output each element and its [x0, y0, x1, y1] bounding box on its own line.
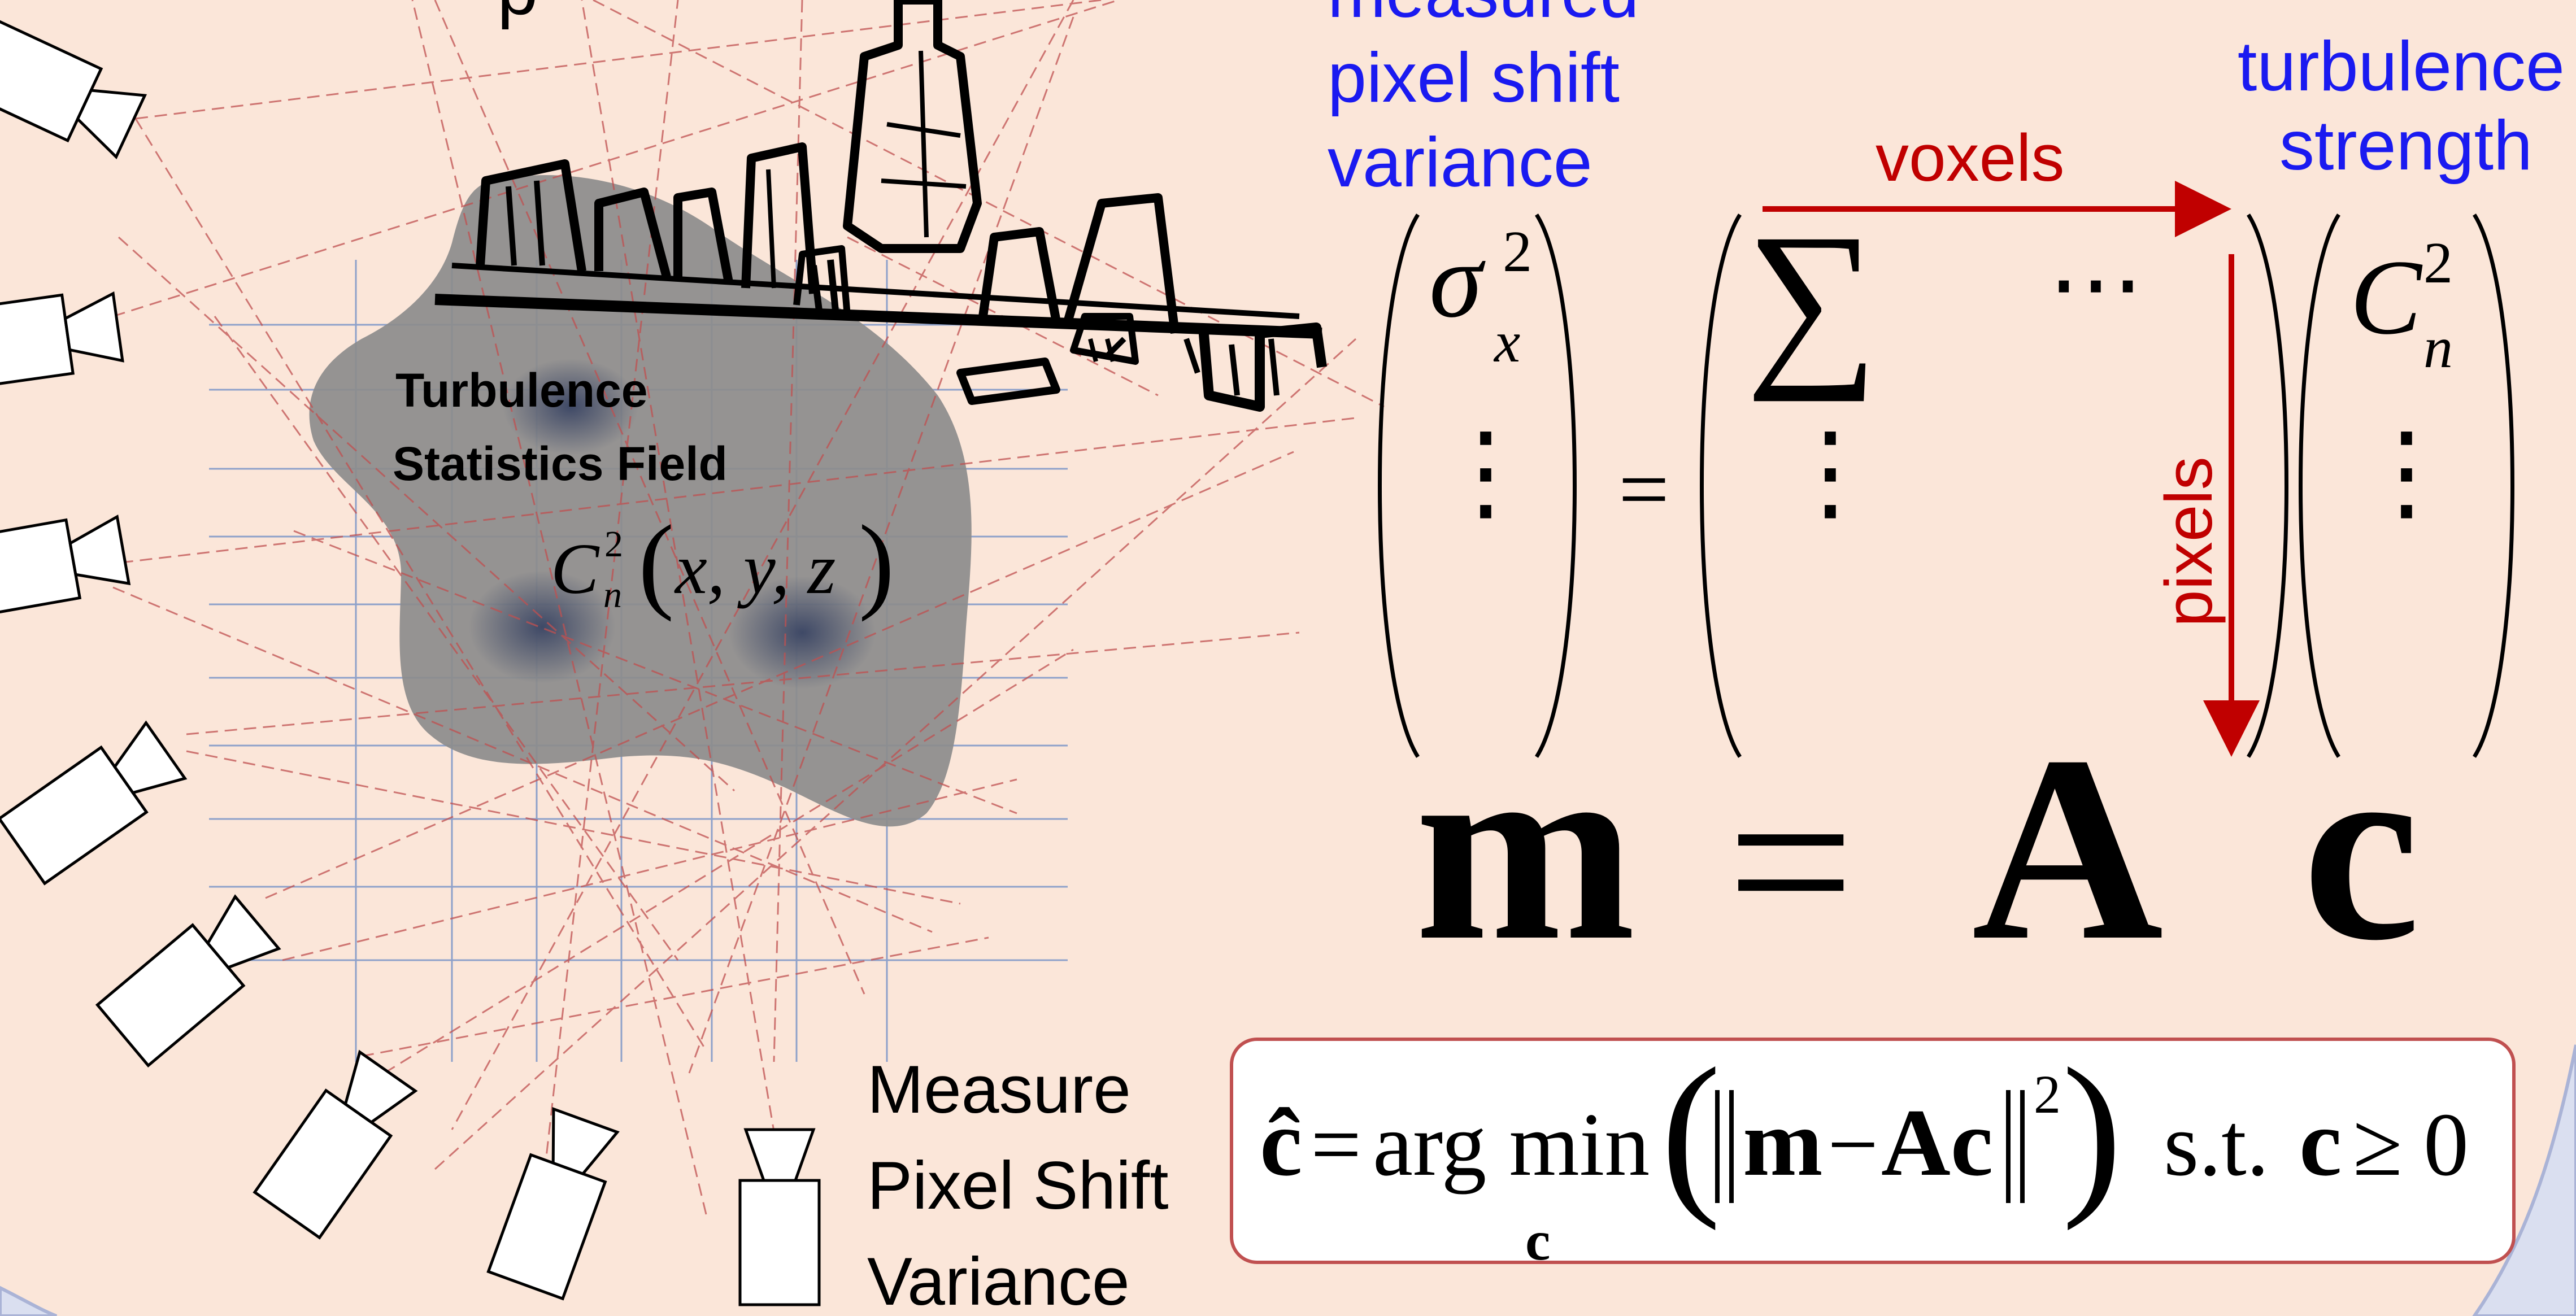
symbol-equals: =: [1727, 737, 1855, 987]
outer-border: [2472, 1044, 2576, 1316]
camera-ray: [411, 0, 707, 1215]
city-skyline-icon: [434, 0, 1327, 412]
camera-icon: [0, 14, 147, 160]
camera-icon: [95, 894, 281, 1067]
cn-sup: 2: [2423, 230, 2453, 295]
formula-st: s.t.: [2164, 1094, 2269, 1195]
label-turbulence-line1: turbulence: [2238, 28, 2565, 106]
argmin-under: c: [1525, 1209, 1550, 1272]
svg-text:2: 2: [604, 524, 623, 565]
cn-sub: n: [2423, 315, 2453, 380]
vdots-middle: ⋮: [1777, 413, 1884, 532]
formula-m: m: [1743, 1090, 1823, 1196]
hdots: ⋯: [2048, 231, 2144, 337]
camera-ray: [282, 778, 1017, 961]
paren-open: (: [638, 504, 674, 622]
camera-ray: [361, 936, 989, 1057]
symbol-A: A: [1972, 701, 2163, 995]
formula-sup: 2: [2034, 1064, 2061, 1125]
vdots-right: ⋮: [2353, 413, 2460, 532]
camera-icon: [0, 720, 188, 886]
symbol-c: c: [2303, 701, 2421, 995]
label-measured-line1: measured: [1328, 0, 1639, 32]
camera-ray: [118, 236, 736, 792]
camera-ray: [773, 0, 803, 1062]
vdots-left: ⋮: [1432, 413, 1539, 532]
sigma-sup: 2: [1503, 219, 1532, 284]
measure-line1: Measure: [867, 1052, 1131, 1127]
camera-ray: [112, 586, 933, 933]
pixels-label: pixels: [2152, 456, 2226, 627]
formula-Ac: Ac: [1881, 1090, 1993, 1196]
camera-lens: [113, 720, 188, 795]
camera-ray: [541, 0, 679, 1192]
camera-ray: [384, 648, 1074, 1074]
big-paren-open: (: [1661, 1031, 1721, 1231]
svg-text:n: n: [603, 574, 622, 616]
field-label-line2: Statistics Field: [393, 437, 728, 490]
camera-lens: [743, 1128, 816, 1182]
camera-ray: [434, 338, 1357, 1170]
camera-icon: [0, 514, 131, 621]
camera-icon: [738, 1128, 821, 1306]
label-measured-line2: pixel shift: [1328, 39, 1620, 117]
camera-ray: [112, 0, 1119, 317]
argmin: arg min: [1373, 1094, 1650, 1195]
camera-icon: [486, 1106, 620, 1301]
camera-lens: [63, 291, 124, 363]
camera-body: [0, 293, 75, 393]
label-turbulence-line2: strength: [2279, 107, 2533, 185]
sigma-symbol: σ: [1429, 221, 1486, 340]
paren-close: ): [859, 504, 894, 622]
svg-text:x, y, z: x, y, z: [674, 529, 836, 609]
field-formula: C 2 n ( x, y, z ): [551, 504, 894, 622]
camera-ray: [134, 118, 707, 1051]
c-hat: ĉ: [1260, 1090, 1302, 1196]
camera-ray: [434, 0, 865, 995]
svg-text:C: C: [551, 529, 600, 609]
symbol-m: m: [1415, 701, 1636, 995]
camera-ray: [688, 16, 1074, 1074]
field-label-line1: Turbulence: [395, 364, 648, 417]
formula-minus: −: [1827, 1094, 1878, 1195]
camera-body: [738, 1179, 821, 1306]
camera-lens: [343, 1049, 418, 1124]
formula-c: c: [2299, 1090, 2342, 1196]
camera-ray: [451, 0, 1074, 1130]
formula-zero: 0: [2423, 1094, 2469, 1195]
big-paren-close: ): [2062, 1031, 2122, 1231]
equals-matrix: =: [1618, 439, 1669, 539]
label-measured-line3: variance: [1328, 124, 1592, 202]
camera-array: [0, 14, 821, 1306]
voxels-label: voxels: [1876, 121, 2064, 195]
camera-lens: [68, 514, 131, 586]
sigma-sub: x: [1493, 310, 1520, 374]
formula-equals: =: [1311, 1094, 1361, 1195]
camera-ray: [265, 451, 1294, 899]
optimization-formula-box: ĉ = arg min c ( m − Ac 2 ) s.t. c ≥ 0: [1230, 1031, 2516, 1272]
camera-ray: [293, 530, 1017, 814]
camera-icon: [0, 291, 124, 393]
top-partial-text: p: [497, 0, 538, 30]
camera-lens: [551, 1106, 620, 1176]
camera-ray: [186, 631, 1300, 735]
sum-symbol: ∑: [1746, 196, 1878, 402]
camera-ray: [214, 316, 679, 961]
camera-lens: [76, 89, 147, 160]
formula-geq: ≥: [2353, 1094, 2403, 1195]
camera-ray: [581, 0, 792, 1232]
measure-line2: Pixel Shift: [867, 1148, 1169, 1223]
camera-lens: [206, 894, 281, 969]
turbulence-field-blob: [309, 175, 972, 827]
cn-base: C: [2350, 238, 2423, 357]
measure-line3: Variance: [867, 1244, 1130, 1316]
camera-ray: [186, 750, 961, 905]
matrix-brackets: [1378, 213, 2514, 758]
camera-ray: [593, 0, 1385, 408]
camera-icon: [253, 1049, 418, 1240]
